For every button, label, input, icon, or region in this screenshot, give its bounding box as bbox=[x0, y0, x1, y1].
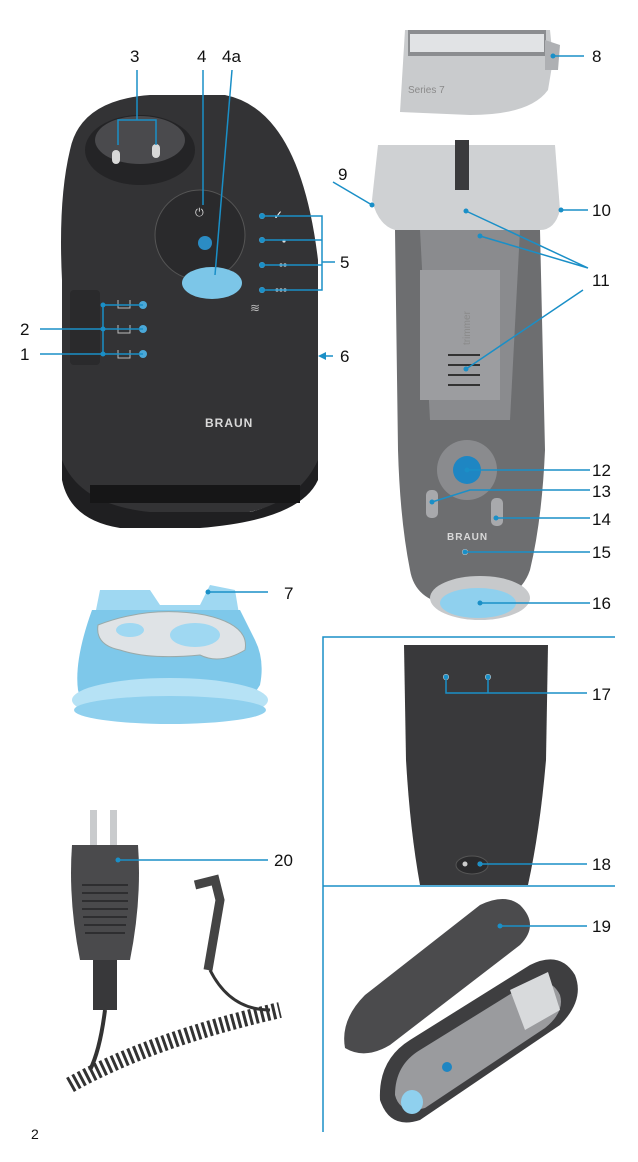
page-number: 2 bbox=[31, 1126, 39, 1142]
callout-13: 13 bbox=[592, 482, 611, 501]
series-label: Series 7 bbox=[408, 85, 445, 96]
callout-16: 16 bbox=[592, 594, 611, 613]
shaver-foil-head: Series 7 bbox=[400, 30, 560, 115]
callout-10: 10 bbox=[592, 201, 611, 220]
callout-11: 11 bbox=[592, 271, 610, 290]
callout-1: 1 bbox=[20, 345, 29, 364]
section-divider bbox=[322, 636, 615, 1132]
shaver-body-front: trimmer BRAUN bbox=[372, 140, 560, 620]
cleaning-station: ⏻ ✓ ≋ BRAUN bbox=[61, 95, 318, 528]
callout-4: 4 bbox=[197, 47, 206, 66]
callout-15: 15 bbox=[592, 543, 611, 562]
callout-18: 18 bbox=[592, 855, 611, 874]
power-charger bbox=[66, 810, 282, 1092]
callout-19: 19 bbox=[592, 917, 611, 936]
callout-12: 12 bbox=[592, 461, 611, 480]
callout-9: 9 bbox=[338, 165, 347, 184]
callout-17: 17 bbox=[592, 685, 611, 704]
callout-2: 2 bbox=[20, 320, 29, 339]
callout-20: 20 bbox=[274, 851, 293, 870]
station-leader-lines bbox=[40, 69, 335, 357]
callout-14: 14 bbox=[592, 510, 611, 529]
callout-numbers: 3 4 4a 2 1 5 6 7 8 9 10 11 12 13 14 15 1… bbox=[20, 47, 611, 936]
callout-3: 3 bbox=[130, 47, 139, 66]
callout-6: 6 bbox=[340, 347, 349, 366]
shaver-leader-lines bbox=[332, 181, 590, 604]
travel-case bbox=[344, 899, 578, 1123]
svg-text:✓: ✓ bbox=[273, 208, 283, 222]
svg-text:⏻: ⏻ bbox=[195, 206, 204, 219]
callout-4a: 4a bbox=[222, 47, 241, 66]
station-leader-dots bbox=[100, 213, 326, 360]
cleaning-cartridge bbox=[72, 585, 268, 724]
shaver-brand-logo: BRAUN bbox=[447, 532, 488, 543]
callout-7: 7 bbox=[284, 584, 293, 603]
trimmer-label: trimmer bbox=[462, 310, 473, 345]
callout-8: 8 bbox=[592, 47, 601, 66]
callout-5: 5 bbox=[340, 253, 349, 272]
station-brand-logo: BRAUN bbox=[205, 416, 253, 430]
svg-text:≋: ≋ bbox=[250, 301, 260, 315]
shaver-leader-dots bbox=[369, 202, 564, 606]
shaver-body-back bbox=[404, 645, 548, 885]
